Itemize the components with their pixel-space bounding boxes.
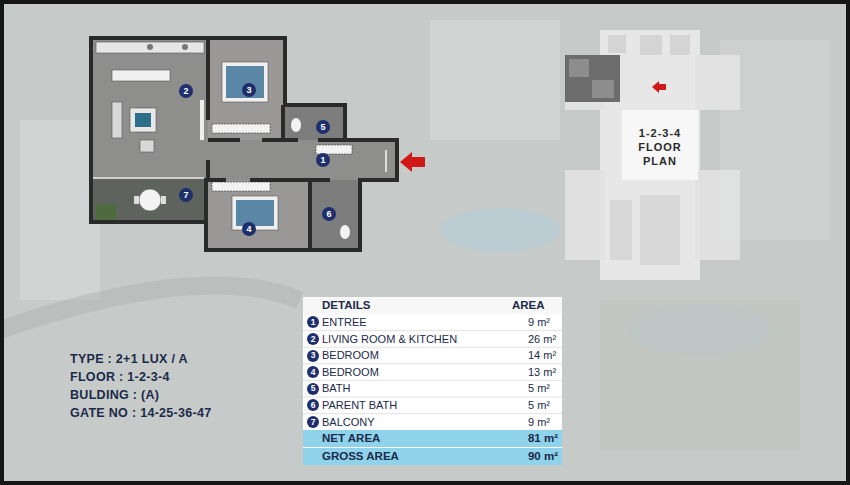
unit-info: FLOOR : 1-2-3-4 (70, 370, 170, 384)
floor-plan-label: 1-2-3-4 FLOOR PLAN (630, 126, 690, 168)
row-number: 2 (307, 333, 319, 345)
callout-number: 4 (242, 222, 256, 236)
room-name: BEDROOM (322, 347, 379, 364)
balcony-glass (93, 177, 204, 179)
row-number: 1 (307, 316, 319, 328)
row-number: 4 (307, 366, 319, 378)
room-area-value: 5 m² (528, 397, 550, 414)
total-label: GROSS AREA (322, 448, 399, 465)
room-area: 4 (208, 180, 310, 248)
callout-number: 5 (316, 120, 330, 134)
room-area: 3 (208, 40, 283, 140)
unit-info: BULDING : (A) (70, 388, 159, 402)
key-plan (565, 30, 740, 280)
row-number: 5 (307, 383, 319, 395)
callout-number: 6 (322, 207, 336, 221)
room-area-value: 9 m² (528, 314, 550, 331)
room-area-value: 9 m² (528, 414, 550, 431)
room-name: BATH (322, 380, 351, 397)
total-label: NET AREA (322, 430, 380, 447)
room-area-value: 26 m² (528, 331, 556, 348)
area-table (303, 297, 562, 465)
room-area: 1 (208, 140, 398, 180)
room-name: ENTREE (322, 314, 367, 331)
total-value: 90 m² (528, 448, 558, 465)
row-number: 3 (307, 350, 319, 362)
unit-info: TYPE : 2+1 LUX / A (70, 352, 188, 366)
room-area: 2 (93, 40, 208, 178)
table-header: DETAILS (322, 297, 370, 314)
total-value: 81 m² (528, 430, 558, 447)
room-name: BEDROOM (322, 364, 379, 381)
furniture (96, 42, 352, 239)
callout-number: 1 (316, 153, 330, 167)
unit-info: GATE NO : 14-25-36-47 (70, 406, 212, 420)
room-name: LIVING ROOM & KITCHEN (322, 331, 457, 348)
room-name: PARENT BATH (322, 397, 397, 414)
callout-number: 7 (179, 188, 193, 202)
room-name: BALCONY (322, 414, 375, 431)
row-number: 6 (307, 399, 319, 411)
table-header: AREA (512, 297, 545, 314)
callout-number: 2 (179, 84, 193, 98)
entry-arrow (400, 152, 425, 172)
room-area: 6 (310, 180, 360, 248)
room-area: 5 (283, 105, 345, 140)
walls (91, 38, 397, 250)
room-area-value: 14 m² (528, 347, 556, 364)
room-area: 7 (93, 178, 205, 222)
room-floors (93, 40, 398, 248)
room-area-value: 5 m² (528, 380, 550, 397)
callout-number: 3 (242, 83, 256, 97)
room-area-value: 13 m² (528, 364, 556, 381)
row-number: 7 (307, 416, 319, 428)
